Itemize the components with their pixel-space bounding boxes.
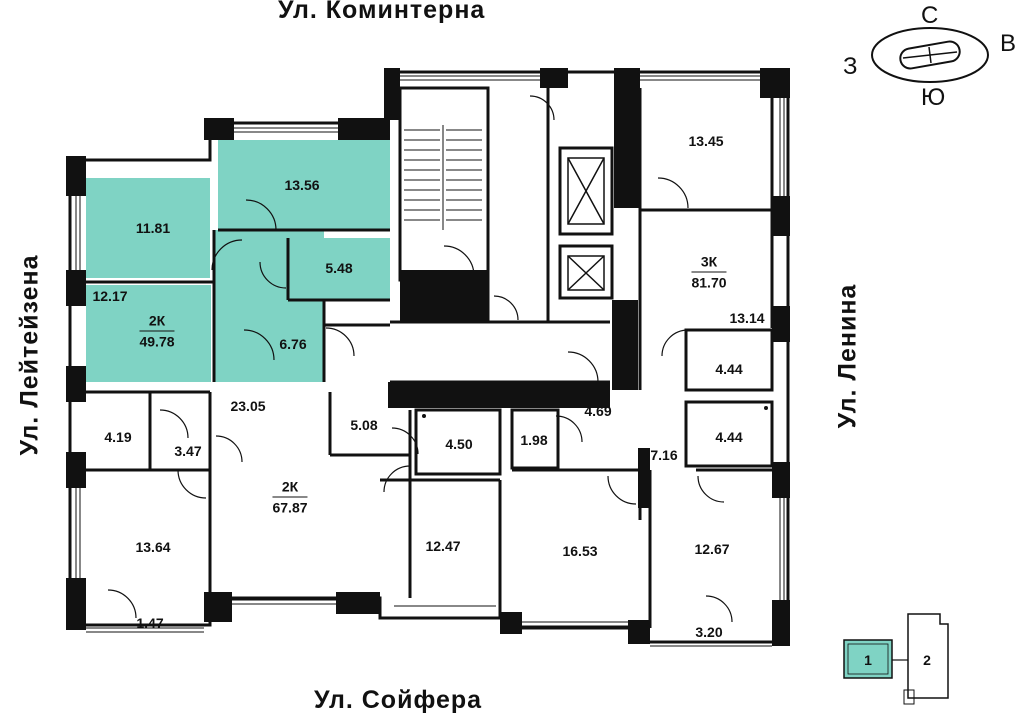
room-area: 13.14 bbox=[729, 310, 765, 326]
room-area: 12.17 bbox=[92, 288, 128, 304]
apartment-label[interactable]: 2К 49.78 bbox=[139, 312, 175, 351]
compass-icon bbox=[871, 27, 989, 83]
room-area: 3.47 bbox=[174, 443, 202, 459]
room-area: 13.64 bbox=[135, 539, 171, 555]
apartment-type: 3К bbox=[700, 253, 718, 270]
compass-west: З bbox=[843, 53, 858, 80]
room-area: 5.48 bbox=[325, 260, 353, 276]
room-area: 4.44 bbox=[715, 429, 743, 445]
apartment-area: 81.70 bbox=[691, 271, 727, 292]
room-area: 6.76 bbox=[279, 336, 307, 352]
apartment-highlight bbox=[86, 140, 390, 382]
room-area: 13.56 bbox=[284, 177, 320, 193]
street-label-bottom: Ул. Сойфера bbox=[314, 686, 483, 714]
dot-marker bbox=[422, 414, 426, 418]
compass-east: В bbox=[1000, 30, 1017, 57]
room-area: 4.50 bbox=[445, 436, 473, 452]
compass-south: Ю bbox=[921, 84, 946, 111]
room-area: 4.69 bbox=[584, 403, 612, 419]
building-2-label[interactable]: 2 bbox=[923, 652, 931, 668]
compass-north: С bbox=[921, 2, 939, 29]
pillars bbox=[66, 68, 790, 646]
room-area: 11.81 bbox=[135, 220, 171, 236]
room-area: 13.45 bbox=[688, 133, 724, 149]
apartment-type: 2К bbox=[148, 312, 166, 329]
room-area: 1.98 bbox=[520, 432, 548, 448]
windows bbox=[75, 75, 785, 647]
room-area: 4.44 bbox=[715, 361, 743, 377]
room-area: 1.47 bbox=[136, 615, 164, 631]
room-area: 23.05 bbox=[230, 398, 266, 414]
room-area: 12.67 bbox=[694, 541, 730, 557]
staircase-icon bbox=[404, 125, 482, 230]
room-area: 3.20 bbox=[695, 624, 723, 640]
apartment-label[interactable]: 3К 81.70 bbox=[691, 253, 727, 292]
building-key bbox=[843, 613, 949, 705]
street-label-top: Ул. Коминтерна bbox=[278, 0, 486, 24]
apartment-area: 67.87 bbox=[272, 496, 308, 517]
room-area: 5.08 bbox=[350, 417, 378, 433]
apartment-type: 2К bbox=[281, 478, 299, 495]
dot-marker bbox=[764, 406, 768, 410]
room-area: 7.16 bbox=[650, 447, 678, 463]
apartment-label[interactable]: 2К 67.87 bbox=[272, 478, 308, 517]
room-area: 16.53 bbox=[562, 543, 598, 559]
room-area: 4.19 bbox=[104, 429, 132, 445]
apartment-area: 49.78 bbox=[139, 330, 175, 351]
door-icons bbox=[107, 95, 733, 623]
building-1-label[interactable]: 1 bbox=[864, 652, 872, 668]
elevator-icon bbox=[567, 157, 605, 291]
room-area: 12.47 bbox=[425, 538, 461, 554]
